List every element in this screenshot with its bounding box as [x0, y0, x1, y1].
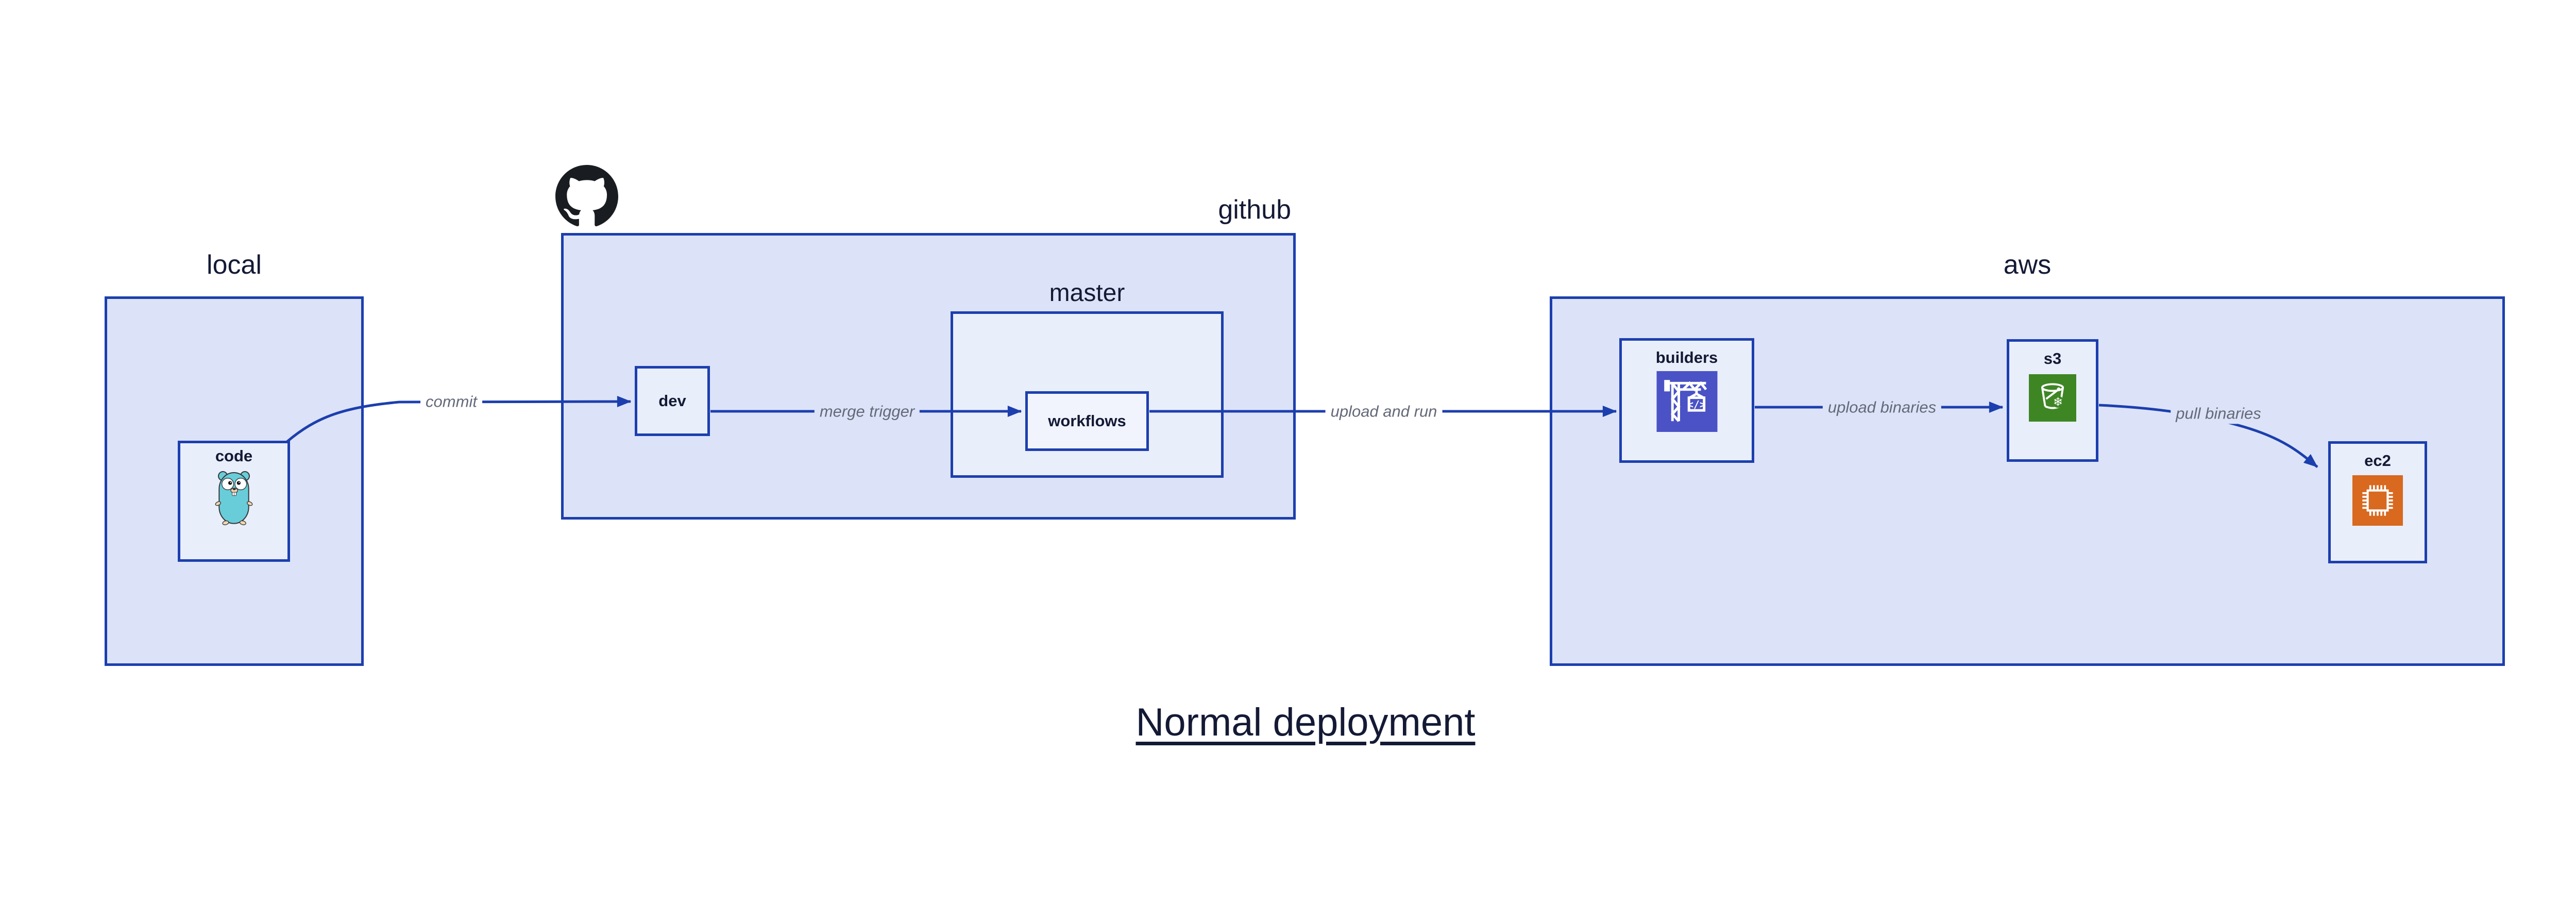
dev-node-label: dev — [658, 392, 686, 410]
ec2-node-box: ec2 — [2328, 441, 2427, 563]
pull-binaries-edge-label: pull binaries — [2171, 403, 2266, 424]
workflows-node-box: workflows — [1025, 391, 1149, 451]
code-tag-glyph: </> — [1687, 398, 1706, 410]
codebuild-crane-icon: </> — [1656, 371, 1717, 432]
diagram-title: Normal deployment — [1136, 700, 1476, 744]
upload-and-run-edge-label: upload and run — [1325, 400, 1443, 422]
s3-node-label: s3 — [2043, 349, 2062, 368]
commit-edge-label: commit — [420, 391, 482, 412]
github-octocat-icon — [555, 165, 618, 226]
s3-bucket-icon: ❄ — [2029, 374, 2076, 422]
s3-node-box: s3 ❄ — [2007, 339, 2098, 462]
aws-group-label: aws — [2003, 250, 2052, 280]
go-gopher-icon — [215, 471, 253, 526]
workflows-node-label: workflows — [1048, 412, 1126, 430]
builders-node-box: builders </> — [1619, 338, 1754, 463]
ec2-node-label: ec2 — [2364, 452, 2391, 470]
upload-binaries-edge-label: upload binaries — [1822, 396, 1942, 418]
merge-trigger-edge-label: merge trigger — [814, 400, 920, 422]
local-group-label: local — [207, 250, 262, 280]
code-node-box: code — [178, 441, 290, 562]
github-group-label: github — [1218, 195, 1291, 225]
snowflake-glyph: ❄ — [2053, 396, 2063, 409]
dev-node-box: dev — [635, 366, 710, 436]
builders-node-label: builders — [1655, 348, 1718, 366]
master-group-label: master — [1049, 279, 1125, 307]
code-node-label: code — [215, 447, 253, 465]
ec2-chip-icon — [2352, 475, 2403, 526]
